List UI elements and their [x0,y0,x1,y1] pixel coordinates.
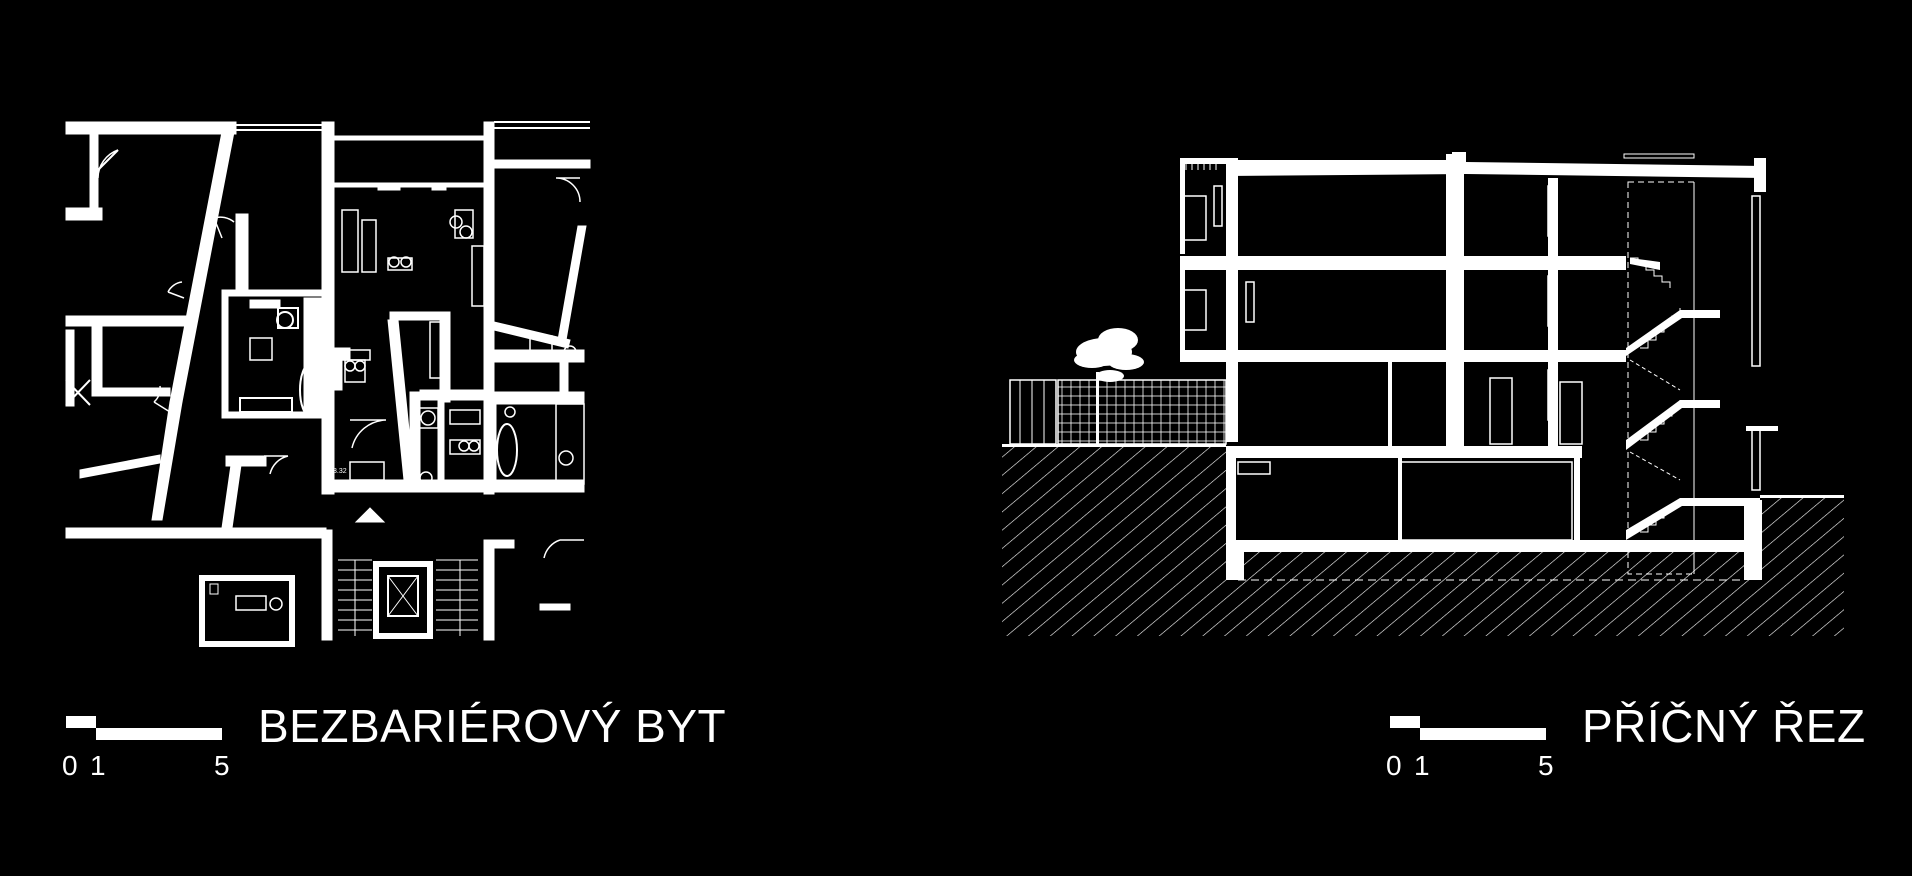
section-scale-bar [1390,716,1546,740]
plan-scale-bar [66,716,222,740]
section-scale-label-1: 1 [1414,750,1430,781]
plan-scale-label-1: 1 [90,750,106,781]
section-scale-label-0: 0 [1386,750,1402,781]
plan-title: BEZBARIÉROVÝ BYT [258,700,727,752]
wheelchair-icon [344,215,480,452]
plan-scale-label-0: 0 [62,750,78,781]
tree-icon [1074,328,1144,444]
plan-room-label: 3.32 [333,468,347,475]
section-title: PŘÍČNÝ ŘEZ [1582,700,1866,752]
section-scale-label-5: 5 [1538,750,1554,781]
cross-section [1002,152,1844,636]
floor-plan [65,121,591,647]
plan-scale-label-5: 5 [214,750,230,781]
entrance-arrow-icon [354,507,386,523]
